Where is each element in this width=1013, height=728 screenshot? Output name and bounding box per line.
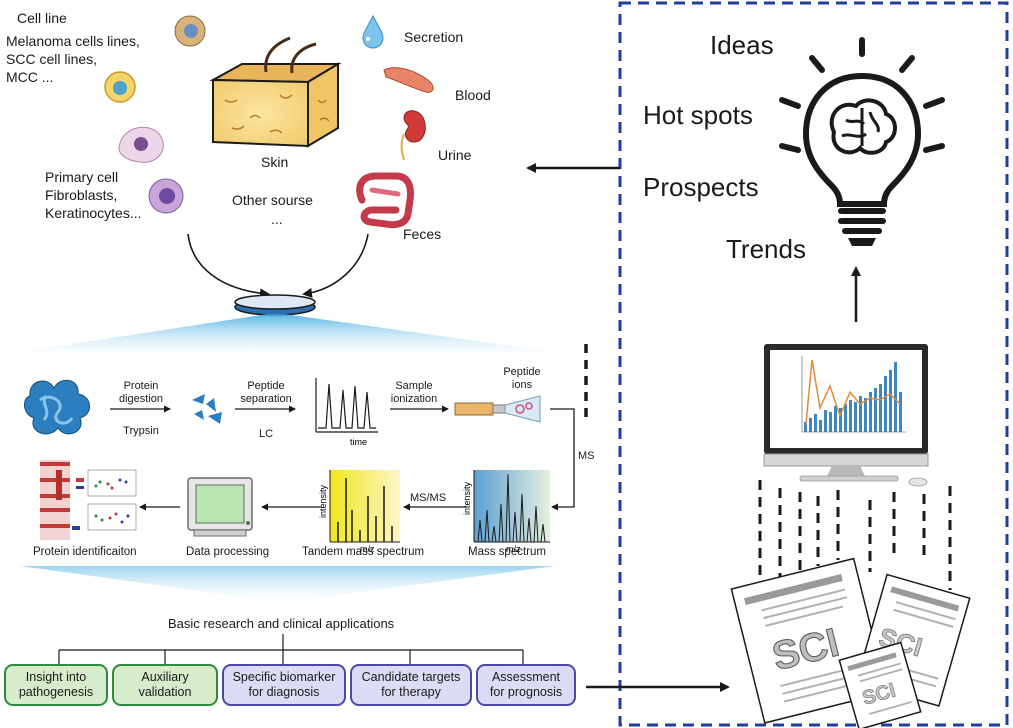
separation-label-1: Peptide bbox=[247, 380, 285, 392]
sci-paper-front: SCI bbox=[838, 641, 922, 728]
ms-intensity-label: intensity bbox=[462, 481, 472, 515]
insight-panel-border bbox=[618, 1, 1009, 727]
protein-structure-icon bbox=[24, 379, 90, 435]
cell-line-item-1: Melanoma cells lines, bbox=[6, 33, 140, 49]
kidney-icon bbox=[400, 110, 426, 161]
ideas-label: Ideas bbox=[710, 30, 774, 60]
secretion-label: Secretion bbox=[404, 29, 464, 45]
mass-spectrum-caption: Mass spectrum bbox=[468, 546, 546, 558]
lc-label: LC bbox=[258, 428, 274, 440]
msms-label: MS/MS bbox=[410, 492, 447, 504]
digestion-label-1: Protein bbox=[123, 380, 159, 392]
peptide-ions-label-1: Peptide bbox=[503, 366, 541, 378]
app-box-validation: Auxiliary validation bbox=[112, 664, 218, 706]
tandem-spectrum-caption: Tandem mass spectrum bbox=[302, 546, 425, 558]
peptide-fragments-icon bbox=[192, 394, 222, 424]
applications-title: Basic research and clinical applications bbox=[168, 616, 395, 631]
ionization-label-2: ionization bbox=[390, 393, 438, 405]
secretion-drop-icon bbox=[362, 14, 384, 49]
intestine-icon bbox=[356, 172, 414, 229]
ion-source-icon bbox=[454, 395, 541, 423]
primary-cell-item-1: Fibroblasts, bbox=[45, 187, 118, 203]
arrow-fluids-to-dish bbox=[302, 233, 369, 298]
hot-spots-label: Hot spots bbox=[643, 100, 753, 130]
petri-dish-icon bbox=[234, 294, 316, 316]
cone-bottom bbox=[20, 566, 555, 600]
round-cell-icon bbox=[104, 71, 136, 103]
lightbulb-brain-icon bbox=[779, 37, 945, 246]
tandem-mz-label: m/z bbox=[360, 544, 375, 554]
skin-block-icon bbox=[209, 36, 342, 148]
primary-cell-item-2: Keratinocytes... bbox=[45, 205, 142, 221]
protein-identification-caption: Protein identificaiton bbox=[33, 546, 137, 558]
crt-computer-icon bbox=[187, 477, 253, 537]
app-box-prognosis: Assessment for prognosis bbox=[476, 664, 576, 706]
ms-label: MS bbox=[578, 450, 595, 462]
mass-spectrum-plot bbox=[473, 470, 550, 543]
fibroblast-cell-icon bbox=[148, 178, 184, 214]
app-box-pathogenesis: Insight into pathogenesis bbox=[4, 664, 108, 706]
arrow-ms bbox=[550, 408, 575, 511]
peptide-ions-label-2: ions bbox=[511, 379, 533, 391]
cell-line-title: Cell line bbox=[17, 10, 67, 26]
other-source-ellipsis: ... bbox=[271, 211, 283, 227]
protein-heatmap-icon bbox=[40, 460, 84, 540]
chromatogram-time-label: time bbox=[350, 437, 367, 447]
ionization-label-1: Sample bbox=[395, 380, 433, 392]
prospects-label: Prospects bbox=[643, 172, 759, 202]
other-source-label: Other sourse bbox=[232, 192, 313, 208]
digestion-label-2: digestion bbox=[118, 393, 164, 405]
chromatogram-plot bbox=[315, 378, 378, 433]
skin-label: Skin bbox=[261, 154, 289, 170]
cell-line-item-2: SCC cell lines, bbox=[6, 51, 98, 67]
trypsin-label: Trypsin bbox=[123, 425, 159, 437]
separation-label-2: separation bbox=[240, 393, 292, 405]
primary-cell-title: Primary cell bbox=[45, 169, 119, 185]
primary-cell-icon bbox=[118, 126, 164, 163]
urine-label: Urine bbox=[438, 147, 472, 163]
app-box-diagnosis: Specific biomarker for diagnosis bbox=[222, 664, 346, 706]
feces-label: Feces bbox=[403, 226, 442, 242]
tandem-spectrum-plot bbox=[329, 470, 400, 543]
trends-label: Trends bbox=[726, 234, 806, 264]
scatter-plots-icon bbox=[87, 469, 137, 531]
ms-mz-label: m/z bbox=[506, 544, 521, 554]
cone-top bbox=[20, 314, 555, 352]
application-connectors bbox=[58, 634, 524, 664]
arrow-cells-to-dish bbox=[187, 233, 270, 299]
blood-label: Blood bbox=[455, 87, 491, 103]
tandem-intensity-label: intensity bbox=[318, 484, 328, 518]
cell-line-item-3: MCC ... bbox=[6, 69, 54, 85]
data-processing-caption: Data processing bbox=[186, 546, 270, 558]
cell-line-icon bbox=[174, 15, 206, 47]
monitor-chart-icon bbox=[763, 344, 929, 487]
blood-vessel-icon bbox=[383, 67, 434, 93]
app-box-therapy: Candidate targets for therapy bbox=[350, 664, 472, 706]
dashed-citation-lines bbox=[758, 480, 952, 590]
